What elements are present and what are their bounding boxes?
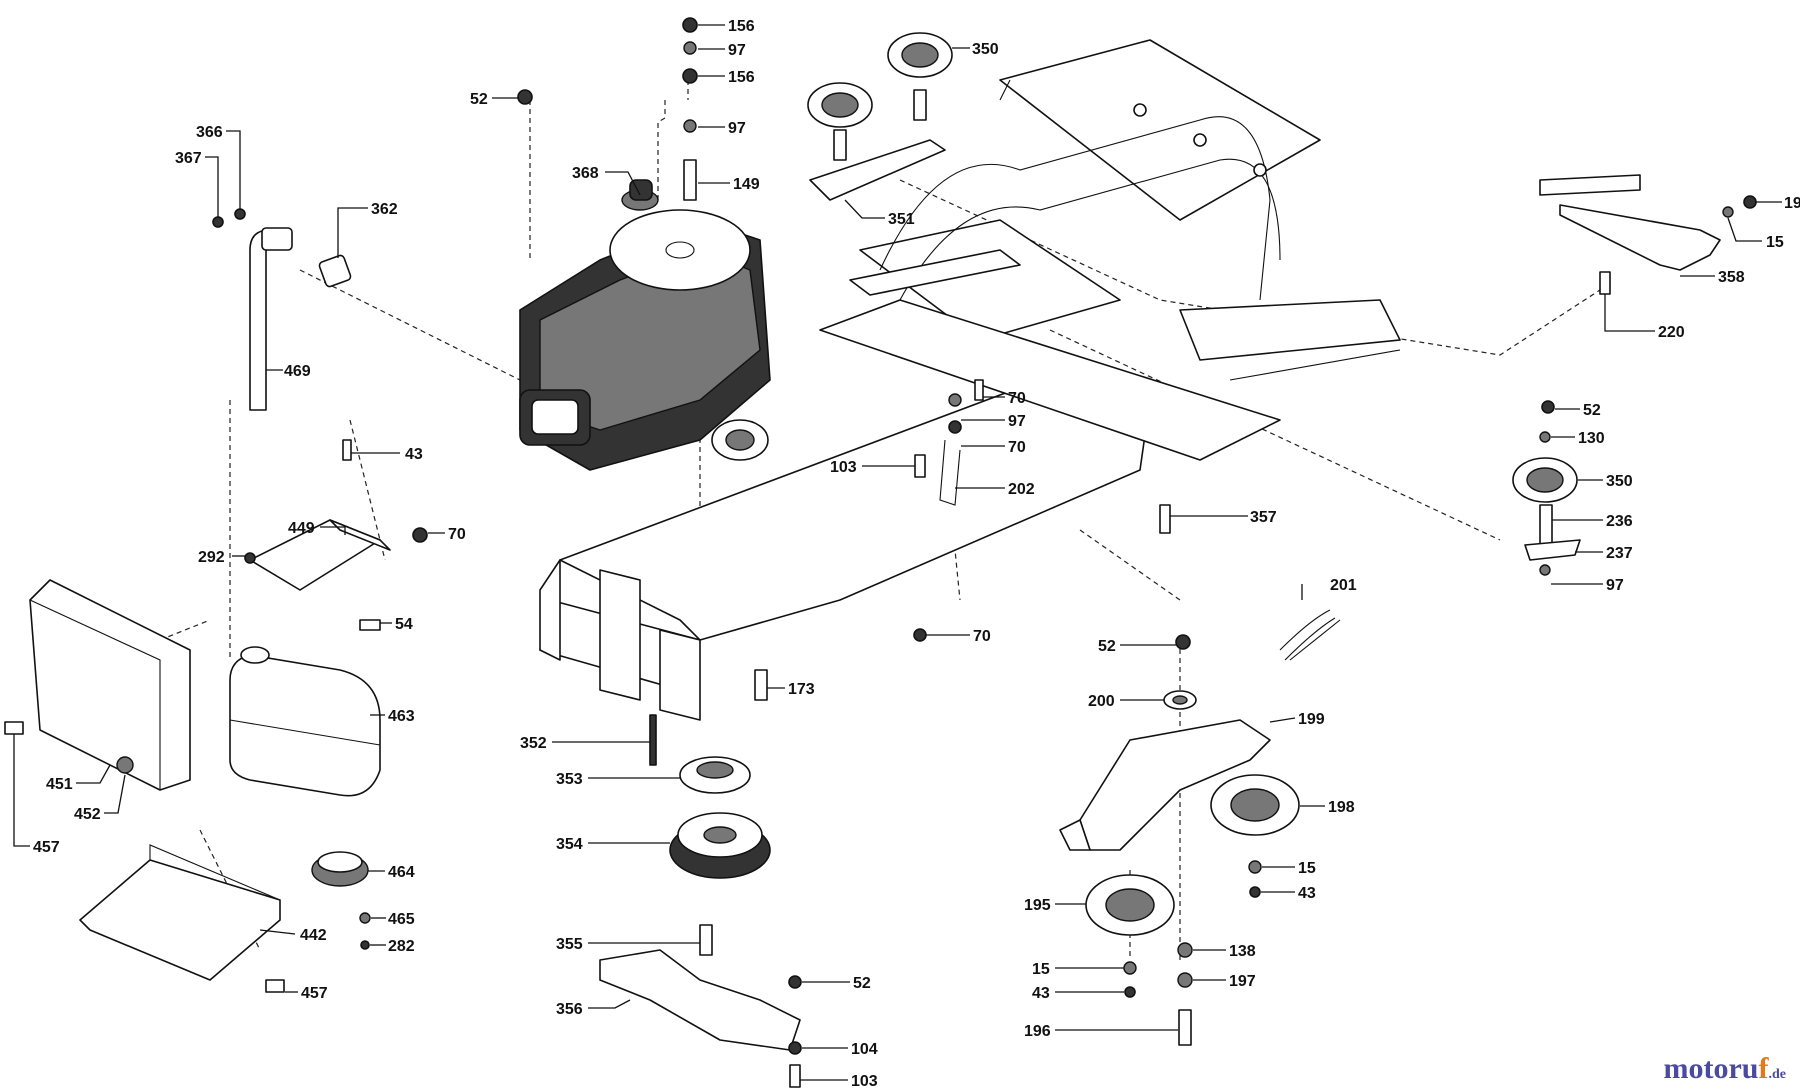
callout-15: 15 <box>1298 860 1316 877</box>
callout-70: 70 <box>973 628 991 645</box>
callout-358: 358 <box>1718 269 1745 286</box>
rear-bracket <box>1539 174 1721 271</box>
engine <box>519 179 771 471</box>
clutch-assembly <box>599 714 801 1051</box>
callout-357: 357 <box>1250 509 1277 526</box>
brand-logo: motoruf.de <box>1663 1052 1786 1085</box>
callout-43: 43 <box>1298 885 1316 902</box>
muffler <box>229 646 381 797</box>
tractor-frame <box>539 39 1401 721</box>
callout-236: 236 <box>1606 513 1633 530</box>
callout-104: 104 <box>851 1041 878 1058</box>
callout-457: 457 <box>301 985 328 1002</box>
callout-52: 52 <box>1583 402 1601 419</box>
callout-351: 351 <box>888 211 915 228</box>
callout-196: 196 <box>1024 1023 1051 1040</box>
callout-237: 237 <box>1606 545 1633 562</box>
callout-368: 368 <box>572 165 599 182</box>
callout-367: 367 <box>175 150 202 167</box>
exhaust-pipe <box>249 227 352 411</box>
callout-353: 353 <box>556 771 583 788</box>
callout-52: 52 <box>470 91 488 108</box>
callout-43: 43 <box>1032 985 1050 1002</box>
callout-15: 15 <box>1032 961 1050 978</box>
callout-469: 469 <box>284 363 311 380</box>
callout-198: 198 <box>1328 799 1355 816</box>
callout-362: 362 <box>371 201 398 218</box>
callout-451: 451 <box>46 776 73 793</box>
callout-103: 103 <box>851 1073 878 1090</box>
callout-355: 355 <box>556 936 583 953</box>
muffler-bracket <box>249 519 391 591</box>
callout-199: 199 <box>1298 711 1325 728</box>
callout-356: 356 <box>556 1001 583 1018</box>
tension-arm <box>1059 619 1341 936</box>
callout-366: 366 <box>196 124 223 141</box>
callout-43: 43 <box>405 446 423 463</box>
callout-19: 19 <box>1784 195 1800 212</box>
callout-352: 352 <box>520 735 547 752</box>
callout-52: 52 <box>853 975 871 992</box>
muffler-guard <box>79 844 281 981</box>
hardware <box>4 17 1757 1088</box>
callout-463: 463 <box>388 708 415 725</box>
callout-103: 103 <box>830 459 857 476</box>
callout-220: 220 <box>1658 324 1685 341</box>
callout-149: 149 <box>733 176 760 193</box>
callout-156: 156 <box>728 18 755 35</box>
callout-195: 195 <box>1024 897 1051 914</box>
callout-15: 15 <box>1766 234 1784 251</box>
callout-197: 197 <box>1229 973 1256 990</box>
callout-138: 138 <box>1229 943 1256 960</box>
callouts: 156 97 156 97 149 368 52 366 367 362 469… <box>13 18 1800 1090</box>
callout-97: 97 <box>728 120 746 137</box>
callout-354: 354 <box>556 836 583 853</box>
heat-shield <box>29 579 191 791</box>
spark-arrestor <box>311 851 369 887</box>
callout-292: 292 <box>198 549 225 566</box>
callout-54: 54 <box>395 616 413 633</box>
callout-202: 202 <box>1008 481 1035 498</box>
callout-97: 97 <box>1606 577 1624 594</box>
callout-442: 442 <box>300 927 327 944</box>
callout-201: 201 <box>1330 577 1357 594</box>
callout-464: 464 <box>388 864 415 881</box>
callout-200: 200 <box>1088 693 1115 710</box>
callout-130: 130 <box>1578 430 1605 447</box>
callout-452: 452 <box>74 806 101 823</box>
callout-97: 97 <box>1008 413 1026 430</box>
callout-457: 457 <box>33 839 60 856</box>
callout-173: 173 <box>788 681 815 698</box>
callout-70: 70 <box>1008 439 1026 456</box>
callout-97: 97 <box>728 42 746 59</box>
callout-282: 282 <box>388 938 415 955</box>
callout-350: 350 <box>972 41 999 58</box>
callout-350: 350 <box>1606 473 1633 490</box>
callout-156: 156 <box>728 69 755 86</box>
idler-pulleys <box>807 32 1581 561</box>
callout-449: 449 <box>288 520 315 537</box>
callout-52: 52 <box>1098 638 1116 655</box>
callout-70: 70 <box>1008 390 1026 407</box>
callout-70: 70 <box>448 526 466 543</box>
callout-465: 465 <box>388 911 415 928</box>
